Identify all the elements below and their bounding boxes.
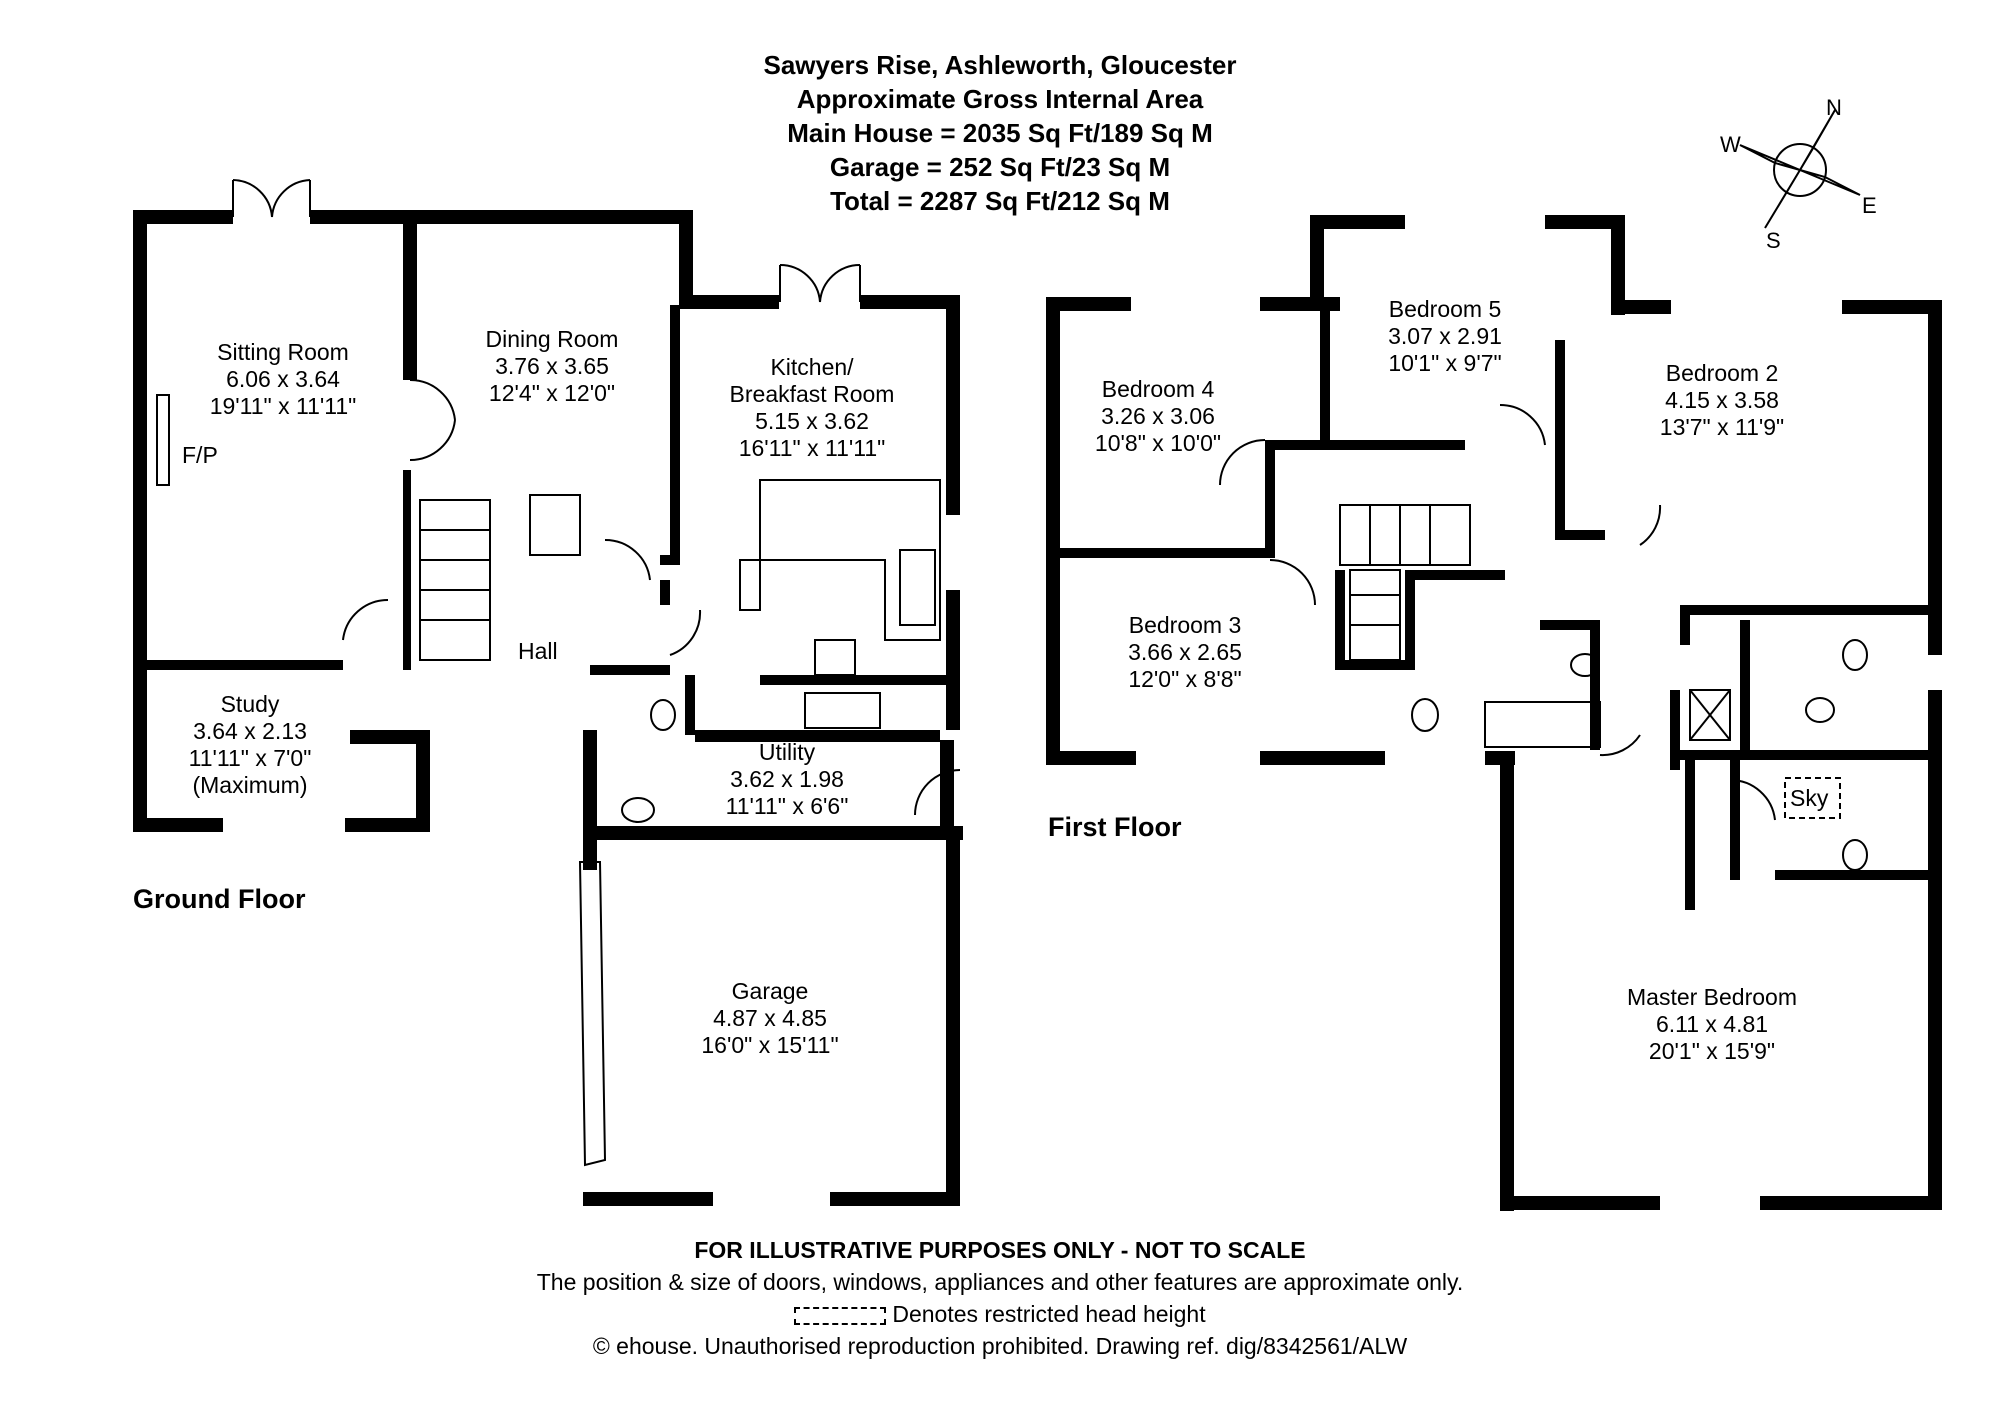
room-sitting: Sitting Room 6.06 x 3.64 19'11" x 11'11"	[209, 339, 357, 419]
room-bedroom-2: Bedroom 2 4.15 x 3.58 13'7" x 11'9"	[1659, 360, 1785, 440]
fireplace-label: F/P	[182, 442, 218, 468]
compass-south: S	[1766, 228, 1781, 253]
room-utility: Utility 3.62 x 1.98 11'11" x 6'6"	[725, 739, 849, 819]
ground-floor-walls	[133, 210, 963, 1206]
compass-icon	[1739, 109, 1861, 229]
room-dining: Dining Room 3.76 x 3.65 12'4" x 12'0"	[485, 326, 619, 406]
compass-north: N	[1826, 95, 1842, 120]
title-area-heading: Approximate Gross Internal Area	[796, 84, 1204, 114]
fixtures	[156, 179, 1868, 1167]
head-height-legend: Denotes restricted head height	[0, 1298, 2000, 1330]
copyright-text: © ehouse. Unauthorised reproduction proh…	[592, 1333, 1408, 1359]
title-address: Sawyers Rise, Ashleworth, Gloucester	[763, 50, 1237, 80]
skylight-label: Sky	[1790, 785, 1829, 811]
first-floor-label: First Floor	[1048, 812, 1182, 842]
compass-west: W	[1720, 132, 1741, 157]
dashed-box-icon	[794, 1306, 887, 1325]
first-floor-walls	[1046, 215, 1942, 1211]
room-master-bedroom: Master Bedroom 6.11 x 4.81 20'1" x 15'9"	[1626, 984, 1798, 1064]
disclaimer-text: The position & size of doors, windows, a…	[536, 1269, 1464, 1295]
compass-east: E	[1862, 193, 1877, 218]
room-garage: Garage 4.87 x 4.85 16'0" x 15'11"	[701, 978, 839, 1058]
room-kitchen: Kitchen/ Breakfast Room 5.15 x 3.62 16'1…	[729, 354, 895, 461]
room-bedroom-3: Bedroom 3 3.66 x 2.65 12'0" x 8'8"	[1128, 612, 1242, 692]
room-study: Study 3.64 x 2.13 11'11" x 7'0" (Maximum…	[188, 691, 312, 798]
room-bedroom-4: Bedroom 4 3.26 x 3.06 10'8" x 10'0"	[1094, 376, 1222, 456]
disclaimer-heading: FOR ILLUSTRATIVE PURPOSES ONLY - NOT TO …	[694, 1237, 1306, 1263]
room-bedroom-5: Bedroom 5 3.07 x 2.91 10'1" x 9'7"	[1388, 296, 1502, 376]
title-total: Total = 2287 Sq Ft/212 Sq M	[830, 186, 1170, 216]
ground-floor-label: Ground Floor	[133, 884, 306, 914]
hall-label: Hall	[518, 638, 558, 664]
title-main-house: Main House = 2035 Sq Ft/189 Sq M	[787, 118, 1213, 148]
title-garage: Garage = 252 Sq Ft/23 Sq M	[829, 152, 1171, 182]
